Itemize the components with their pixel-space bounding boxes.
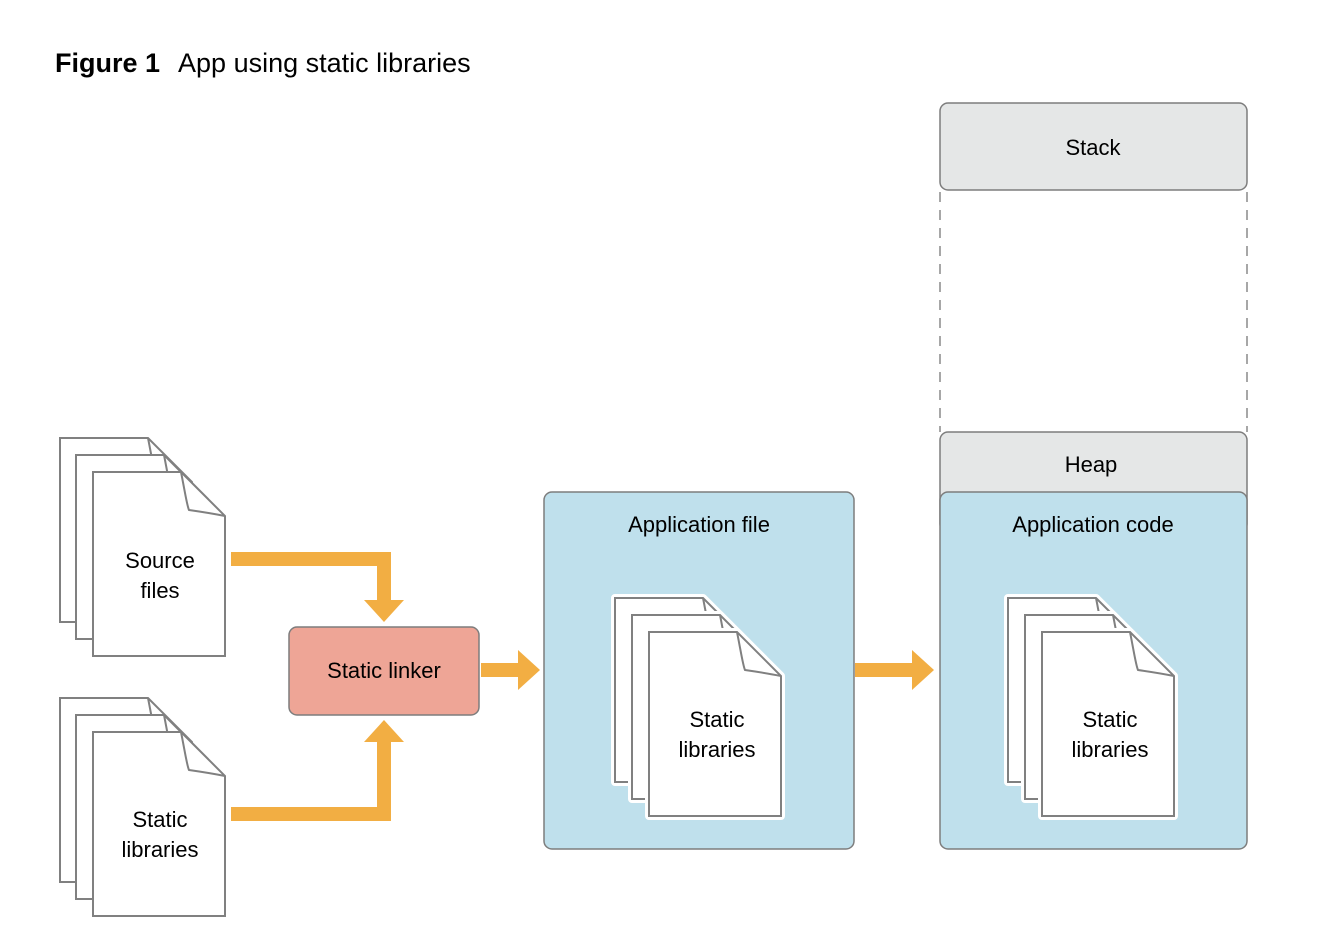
heap-label: Heap xyxy=(1065,452,1118,477)
app-file-libraries-line2: libraries xyxy=(678,737,755,762)
application-code-doc-stack: Static libraries xyxy=(1008,598,1174,816)
arrow-libraries-to-linker xyxy=(231,720,404,821)
application-file-title: Application file xyxy=(628,512,770,537)
application-code-title: Application code xyxy=(1012,512,1173,537)
application-file-box: Application file Static libraries xyxy=(543,491,855,850)
figure-title: Figure 1 App using static libraries xyxy=(55,48,471,79)
static-linker-label: Static linker xyxy=(327,658,441,683)
application-file-doc-stack: Static libraries xyxy=(615,598,781,816)
arrow-source-to-linker xyxy=(231,552,404,622)
static-libraries-doc-stack: Static libraries xyxy=(59,697,226,917)
static-libraries-label-line1: Static xyxy=(132,807,187,832)
memory-layout: Stack Heap Application code Static libra… xyxy=(939,102,1248,850)
figure-caption: App using static libraries xyxy=(178,48,471,78)
source-files-label-line2: files xyxy=(140,578,179,603)
source-files-label-line1: Source xyxy=(125,548,195,573)
arrow-app-file-to-memory xyxy=(855,650,934,690)
app-code-libraries-line1: Static xyxy=(1082,707,1137,732)
static-linker-box: Static linker xyxy=(288,626,480,716)
figure-number: Figure 1 xyxy=(55,48,161,78)
stack-box: Stack xyxy=(939,102,1248,191)
app-file-libraries-line1: Static xyxy=(689,707,744,732)
source-files-doc-stack: Source files xyxy=(59,437,226,657)
arrow-linker-to-app-file xyxy=(481,650,540,690)
static-libraries-label-line2: libraries xyxy=(121,837,198,862)
app-code-libraries-line2: libraries xyxy=(1071,737,1148,762)
stack-label: Stack xyxy=(1065,135,1121,160)
application-code-box: Application code Static libraries xyxy=(939,491,1248,850)
